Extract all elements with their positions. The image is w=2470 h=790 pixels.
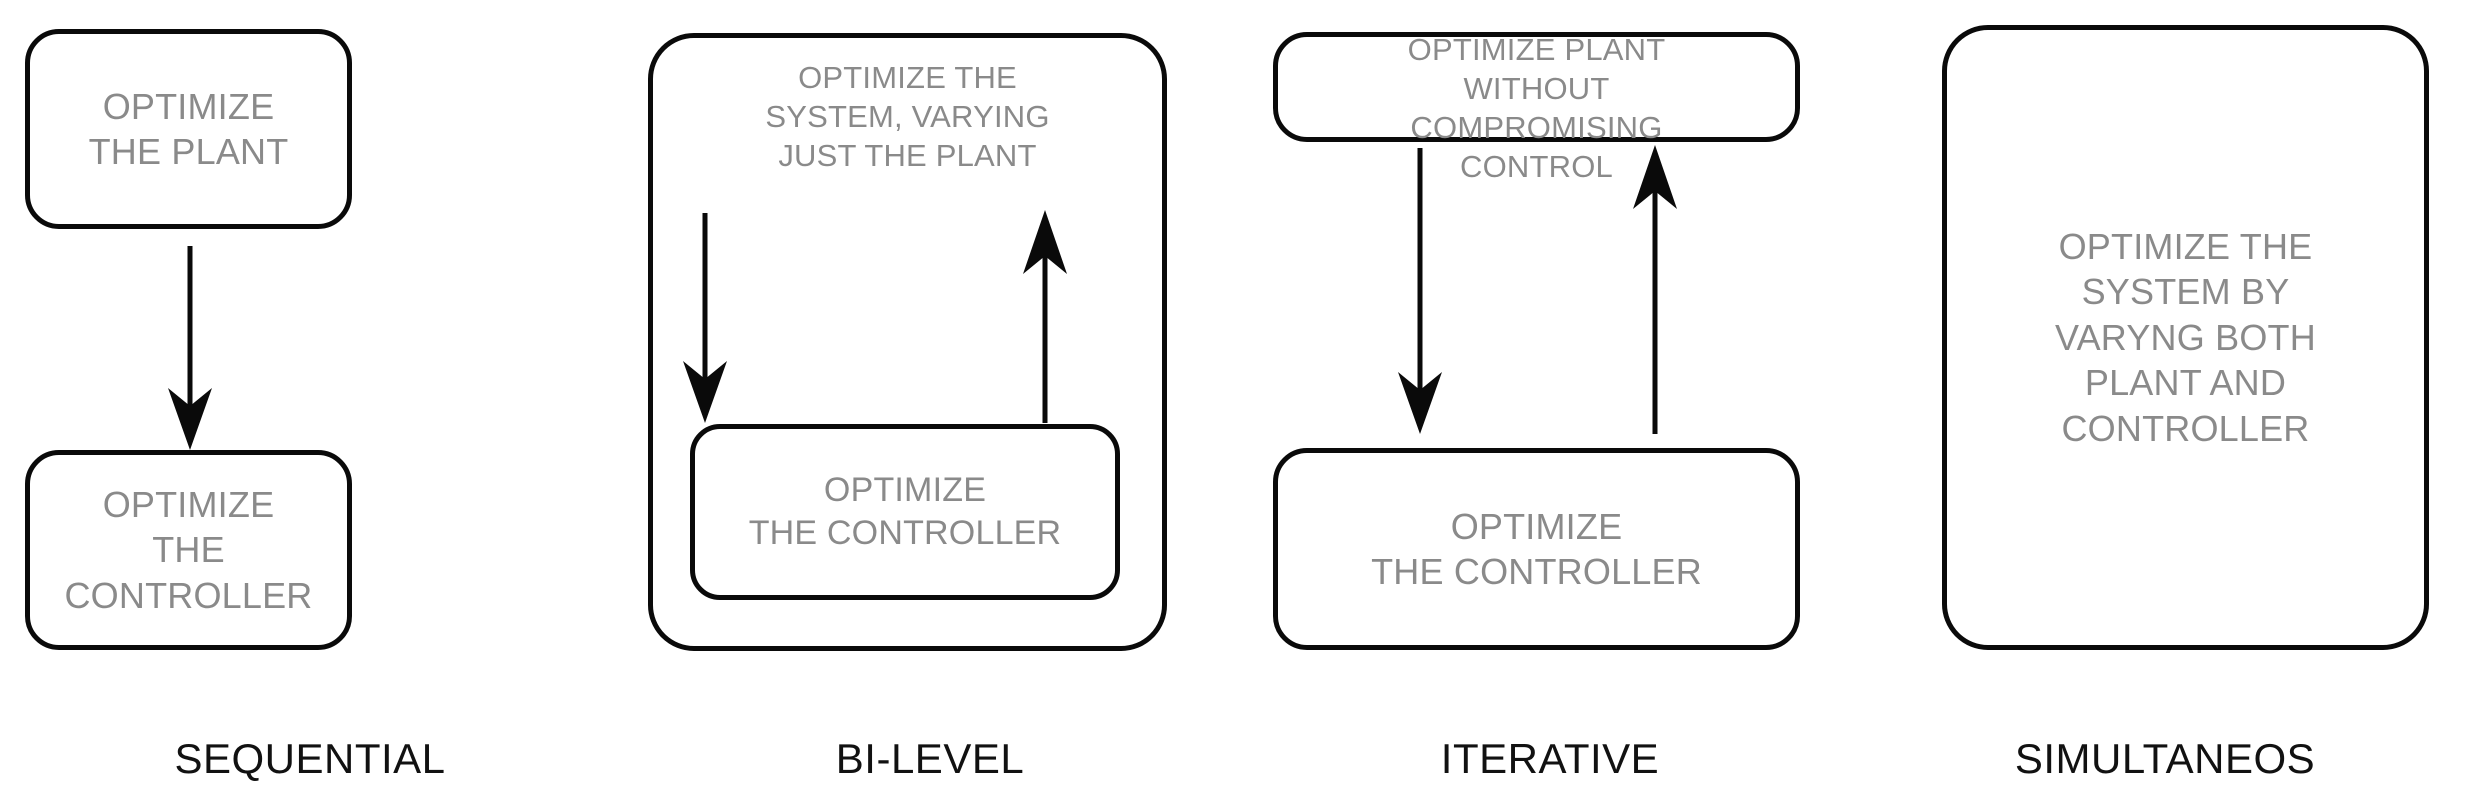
box-optimize-the-system-varying-just-the-plant[interactable] [648, 33, 1167, 651]
panel-label-bi-level: BI-LEVEL [835, 735, 1025, 782]
panel-label-simultaneos: SIMULTANEOS [2014, 735, 2316, 782]
box-optimize-the-controller-label: OPTIMIZE THE CONTROLLER [748, 471, 1062, 552]
panel-sequential: OPTIMIZE THE PLANT OPTIMIZE THE CONTROLL… [0, 0, 620, 790]
panel-simultaneos: OPTIMIZE THE SYSTEM BY VARYNG BOTH PLANT… [1860, 0, 2470, 790]
box-optimize-the-controller[interactable]: OPTIMIZE THE CONTROLLER [1273, 448, 1800, 650]
box-optimize-the-system-by-varyng-both-plant-and-controller[interactable]: OPTIMIZE THE SYSTEM BY VARYNG BOTH PLANT… [1942, 25, 2429, 650]
box-optimize-the-controller[interactable]: OPTIMIZE THE CONTROLLER [25, 450, 352, 650]
arrow-controller-to-system-up [1020, 208, 1070, 425]
arrow-plant-to-controller-down [1395, 148, 1445, 436]
box-optimize-the-plant-label: OPTIMIZE THE PLANT [88, 85, 289, 172]
box-optimize-the-plant[interactable]: OPTIMIZE THE PLANT [25, 29, 352, 229]
arrow-plant-to-controller-down [165, 246, 215, 452]
panel-label-sequential: SEQUENTIAL [174, 735, 446, 782]
box-optimize-the-controller-label: OPTIMIZE THE CONTROLLER [64, 483, 313, 616]
box-optimize-the-system-by-varyng-both-plant-and-controller-label: OPTIMIZE THE SYSTEM BY VARYNG BOTH PLANT… [2055, 226, 2316, 449]
box-optimize-plant-without-compromising-control-label: OPTIMIZE PLANT WITHOUT COMPROMISING CONT… [1407, 32, 1666, 185]
box-optimize-the-controller[interactable]: OPTIMIZE THE CONTROLLER [690, 424, 1120, 600]
panel-bi-level: OPTIMIZE THE SYSTEM, VARYING JUST THE PL… [620, 0, 1240, 790]
panel-label-iterative: ITERATIVE [1440, 735, 1660, 782]
box-optimize-plant-without-compromising-control[interactable] [1273, 32, 1800, 142]
panel-iterative: OPTIMIZE PLANT WITHOUT COMPROMISING CONT… [1240, 0, 1860, 790]
arrow-system-to-controller-down [680, 213, 730, 425]
arrow-controller-to-plant-up [1630, 143, 1680, 436]
box-optimize-the-system-varying-just-the-plant-label: OPTIMIZE THE SYSTEM, VARYING JUST THE PL… [765, 60, 1050, 174]
box-optimize-the-controller-label: OPTIMIZE THE CONTROLLER [1371, 505, 1702, 592]
